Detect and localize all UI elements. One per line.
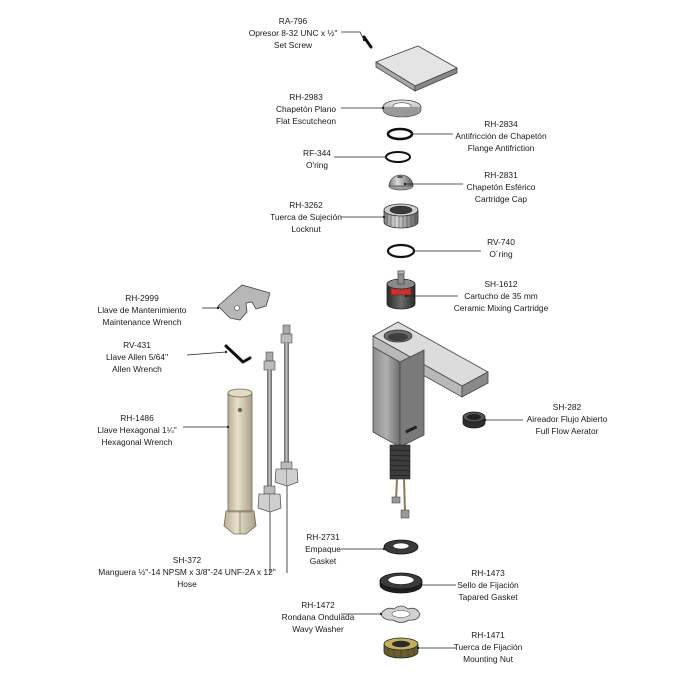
label-rf-344: RF-344 O'ring	[303, 148, 331, 170]
label-sh-1612: SH-1612 Cartucho de 35 mm Ceramic Mixing…	[454, 279, 549, 313]
label-code: RV-740	[487, 237, 515, 247]
leader-rv-431	[186, 351, 227, 356]
label-code: RH-2834	[484, 119, 518, 129]
wavy-washer-illustration	[380, 605, 421, 623]
set-screw-illustration	[362, 35, 373, 49]
label-english: Hose	[177, 579, 197, 589]
label-spanish: Chapetón Plano	[276, 104, 336, 114]
label-spanish: Llave Allen 5/64"	[106, 352, 168, 362]
label-rh-1486: RH-1486 Llave Hexagonal 1¼" Hexagonal Wr…	[97, 413, 176, 447]
label-rh-2834: RH-2834 Antifricción de Chapetón Flange …	[455, 119, 547, 153]
label-code: RH-3262	[289, 200, 323, 210]
label-code: SH-282	[553, 402, 582, 412]
label-code: SH-1612	[484, 279, 517, 289]
label-english: Flat Escutcheon	[276, 116, 336, 126]
oring-rf344-illustration	[385, 151, 411, 163]
label-spanish: Tuerca de Sujeción	[270, 212, 342, 222]
label-spanish: O'ring	[306, 160, 328, 170]
label-ra-796: RA-796 Opresor 8-32 UNC x ½" Set Screw	[249, 16, 338, 50]
label-code: RH-2731	[306, 532, 340, 542]
label-code: RH-1472	[301, 600, 335, 610]
label-rv-431: RV-431 Llave Allen 5/64" Allen Wrench	[106, 340, 168, 374]
cartridge-illustration	[386, 270, 416, 310]
label-spanish: Llave Hexagonal 1¼"	[97, 425, 176, 435]
label-spanish: Rondana Ondulada	[282, 612, 355, 622]
label-rh-2999: RH-2999 Llave de Mantenimiento Maintenan…	[98, 293, 187, 327]
label-spanish: Sello de Fijación	[457, 580, 519, 590]
label-english: Gasket	[310, 556, 337, 566]
label-rh-1473: RH-1473 Sello de Fijación Tapared Gasket	[457, 568, 519, 602]
flat-escutcheon-illustration	[382, 99, 422, 118]
label-rh-1472: RH-1472 Rondana Ondulada Wavy Washer	[282, 600, 355, 634]
gasket-illustration	[383, 539, 419, 555]
label-spanish: Manguera ½"-14 NPSM x 3/8"-24 UNF-2A x 1…	[98, 567, 275, 577]
label-spanish: O´ring	[489, 249, 513, 259]
label-spanish: Cartucho de 35 mm	[464, 291, 538, 301]
label-spanish: Llave de Mantenimiento	[98, 305, 187, 315]
label-code: RA-796	[279, 16, 308, 26]
aerator-illustration	[462, 411, 486, 429]
mounting-nut-illustration	[383, 637, 419, 659]
label-code: RH-2999	[125, 293, 159, 303]
label-english: Cartridge Cap	[475, 194, 527, 204]
locknut-illustration	[383, 203, 419, 229]
label-rh-2983: RH-2983 Chapetón Plano Flat Escutcheon	[276, 92, 336, 126]
label-english: Hexagonal Wrench	[101, 437, 172, 447]
label-rh-2831: RH-2831 Chapetón Esférico Cartridge Cap	[467, 170, 536, 204]
label-spanish: Opresor 8-32 UNC x ½"	[249, 28, 338, 38]
label-english: Locknut	[291, 224, 321, 234]
label-sh-282: SH-282 Aireador Flujo Abierto Full Flow …	[527, 402, 608, 436]
hose-left-illustration	[257, 351, 282, 513]
oring-rv740-illustration	[386, 243, 416, 259]
label-code: RH-2983	[289, 92, 323, 102]
label-english: Maintenance Wrench	[103, 317, 182, 327]
label-english: Tapared Gasket	[458, 592, 518, 602]
top-plate-illustration	[375, 45, 458, 92]
label-spanish: Empaque	[305, 544, 341, 554]
label-spanish: Aireador Flujo Abierto	[527, 414, 608, 424]
label-spanish: Tuerca de Fijación	[454, 642, 523, 652]
label-spanish: Antifricción de Chapetón	[455, 131, 547, 141]
label-rh-2731: RH-2731 Empaque Gasket	[305, 532, 341, 566]
label-english: Full Flow Aerator	[536, 426, 599, 436]
label-spanish: Chapetón Esférico	[467, 182, 536, 192]
label-code: RH-1471	[471, 630, 505, 640]
label-english: Allen Wrench	[112, 364, 162, 374]
label-code: SH-372	[173, 555, 202, 565]
label-code: RH-1473	[471, 568, 505, 578]
leader-ra-796	[341, 31, 365, 41]
label-english: Set Screw	[274, 40, 313, 50]
label-english: Ceramic Mixing Cartridge	[454, 303, 549, 313]
label-code: RH-1486	[120, 413, 154, 423]
label-rh-1471: RH-1471 Tuerca de Fijación Mounting Nut	[454, 630, 523, 664]
hose-right-illustration	[274, 324, 299, 487]
tapered-gasket-illustration	[379, 572, 423, 594]
label-code: RH-2831	[484, 170, 518, 180]
label-code: RV-431	[123, 340, 151, 350]
flange-antifriction-illustration	[386, 127, 414, 141]
label-english: Flange Antifriction	[468, 143, 535, 153]
label-english: Wavy Washer	[292, 624, 344, 634]
label-english: Mounting Nut	[463, 654, 513, 664]
maintenance-wrench-illustration	[217, 284, 271, 321]
label-sh-372: SH-372 Manguera ½"-14 NPSM x 3/8"-24 UNF…	[98, 555, 275, 589]
label-rv-740: RV-740 O´ring	[487, 237, 515, 259]
label-rh-3262: RH-3262 Tuerca de Sujeción Locknut	[270, 200, 342, 234]
hexagonal-wrench-illustration	[223, 388, 257, 535]
leader-lines	[183, 31, 523, 650]
faucet-body-illustration	[372, 321, 489, 519]
label-code: RF-344	[303, 148, 331, 158]
allen-wrench-illustration	[224, 344, 252, 364]
cartridge-cap-illustration	[388, 174, 414, 191]
